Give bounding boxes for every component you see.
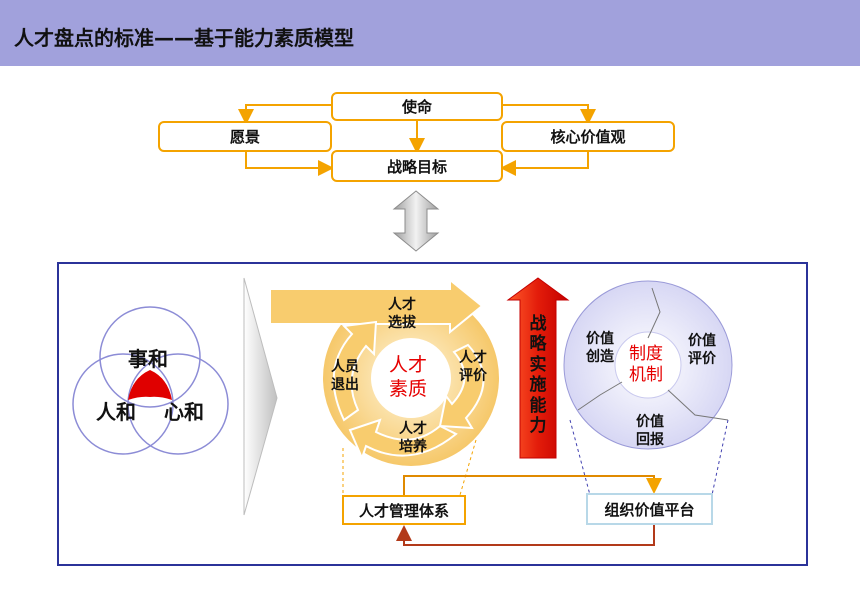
- value-evaluation-label: 价值 评价: [688, 333, 716, 367]
- talent-selection-label: 人才 选拔: [388, 297, 416, 331]
- talent-arrow-left: [332, 320, 378, 422]
- talent-training-label: 人才 培养: [399, 421, 427, 455]
- venn-center-highlight: [128, 370, 172, 400]
- talent-center-label: 人才 素质: [389, 354, 428, 400]
- chevron-separator: [243, 277, 278, 516]
- values-to-goals-arrow: [500, 152, 589, 176]
- talent-center-disc: [371, 338, 451, 418]
- projection-lines: [342, 419, 729, 496]
- mission-label: 使命: [401, 98, 432, 116]
- talent-management-box: 人才管理体系: [342, 495, 466, 525]
- value-creation-label: 价值 创造: [586, 331, 614, 365]
- mechanism-divider-top: [647, 287, 661, 339]
- strategy-arrow: [506, 277, 570, 459]
- value-platform-box: 组织价值平台: [586, 493, 713, 525]
- title-bar: 人才盘点的标准——基于能力素质模型: [0, 0, 860, 66]
- mechanism-center-disc: [614, 331, 682, 399]
- venn-label-right: 心和: [164, 400, 204, 424]
- mission-to-values-arrow: [502, 104, 596, 125]
- talent-exit-label: 人员 退出: [331, 359, 359, 393]
- mechanism-divider-right: [667, 389, 729, 421]
- double-arrow-icon: [392, 190, 440, 252]
- vision-box: 愿景: [158, 121, 332, 152]
- core-values-label: 核心价值观: [550, 128, 626, 146]
- talent-arrow-right: [438, 343, 485, 430]
- harmony-venn: [72, 306, 229, 455]
- mission-to-vision-arrow: [238, 104, 332, 125]
- venn-circle-left: [72, 353, 174, 455]
- talent-arrow-bottom: [348, 418, 458, 461]
- venn-circle-top: [99, 306, 201, 408]
- talent-management-label: 人才管理体系: [358, 501, 449, 520]
- talent-evaluation-label: 人才 评价: [459, 350, 487, 384]
- value-return-label: 价值 回报: [636, 414, 664, 448]
- strategic-goals-box: 战略目标: [331, 150, 503, 182]
- platform-to-talent-arrow: [396, 525, 655, 546]
- strategy-arrow-label: 战略实施能力: [529, 314, 547, 436]
- value-platform-label: 组织价值平台: [604, 500, 695, 519]
- mechanism-center-label: 制度 机制: [629, 344, 663, 386]
- strategic-goals-label: 战略目标: [386, 157, 447, 176]
- mechanism-divider-left: [577, 381, 623, 411]
- venn-label-top: 事和: [128, 347, 168, 371]
- talent-to-platform-arrow: [403, 475, 662, 496]
- venn-label-left: 人和: [96, 400, 136, 424]
- talent-cycle: [269, 277, 499, 466]
- vision-label: 愿景: [229, 128, 260, 146]
- mechanism-cycle: [563, 280, 733, 450]
- venn-circle-right: [127, 353, 229, 455]
- model-frame: [57, 262, 808, 566]
- talent-arrow-top: [269, 277, 484, 335]
- vision-to-goals-arrow: [245, 152, 334, 176]
- mission-box: 使命: [331, 92, 503, 121]
- core-values-box: 核心价值观: [501, 121, 675, 152]
- page-title: 人才盘点的标准——基于能力素质模型: [14, 26, 354, 50]
